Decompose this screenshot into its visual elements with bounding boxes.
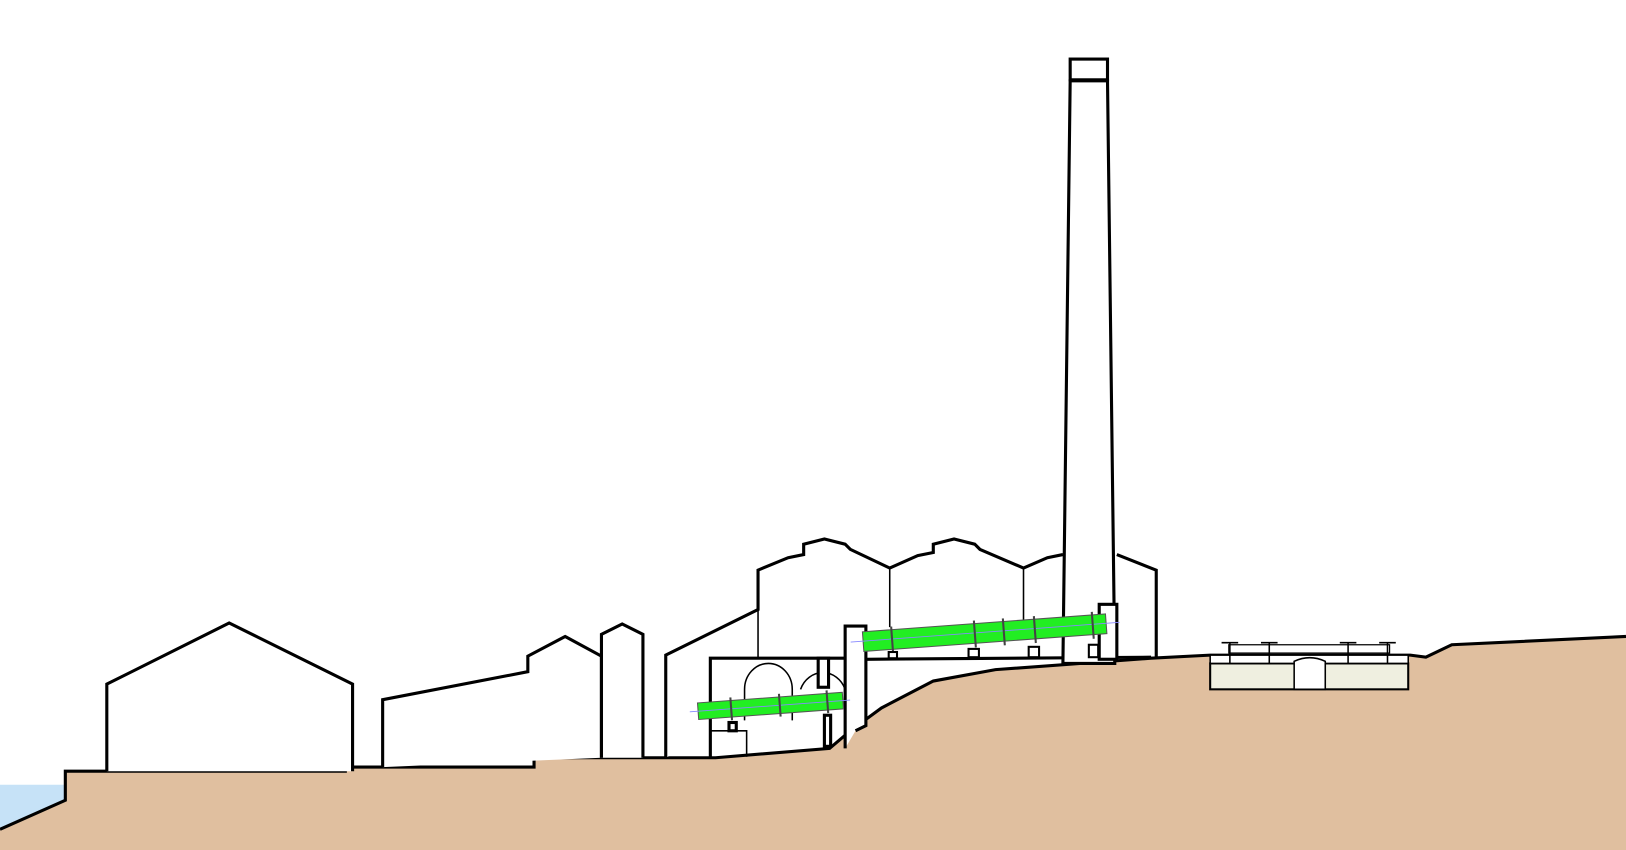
lower-room (710, 730, 748, 757)
slurry-tanks (1209, 641, 1410, 691)
pier (816, 656, 831, 689)
long-shed-building (381, 634, 604, 768)
warehouse-building (105, 621, 355, 772)
chimney (1061, 79, 1117, 665)
lower-floor (708, 656, 846, 758)
chimney-cap (1068, 57, 1110, 82)
kiln-body (861, 613, 1108, 653)
kiln-hall-right (1116, 553, 1158, 659)
support (822, 713, 833, 748)
kiln-supports (887, 643, 1100, 660)
agitators (1221, 641, 1396, 664)
support (727, 720, 738, 733)
lower-kiln (689, 690, 851, 721)
tank-center (1293, 656, 1327, 691)
kiln-axis (689, 699, 851, 713)
silo-tower (599, 622, 645, 758)
kiln-axis (850, 621, 1120, 643)
upper-kiln (850, 611, 1120, 654)
tank-walkway (1228, 644, 1391, 654)
transfer-chute (843, 624, 868, 749)
water (0, 784, 66, 830)
